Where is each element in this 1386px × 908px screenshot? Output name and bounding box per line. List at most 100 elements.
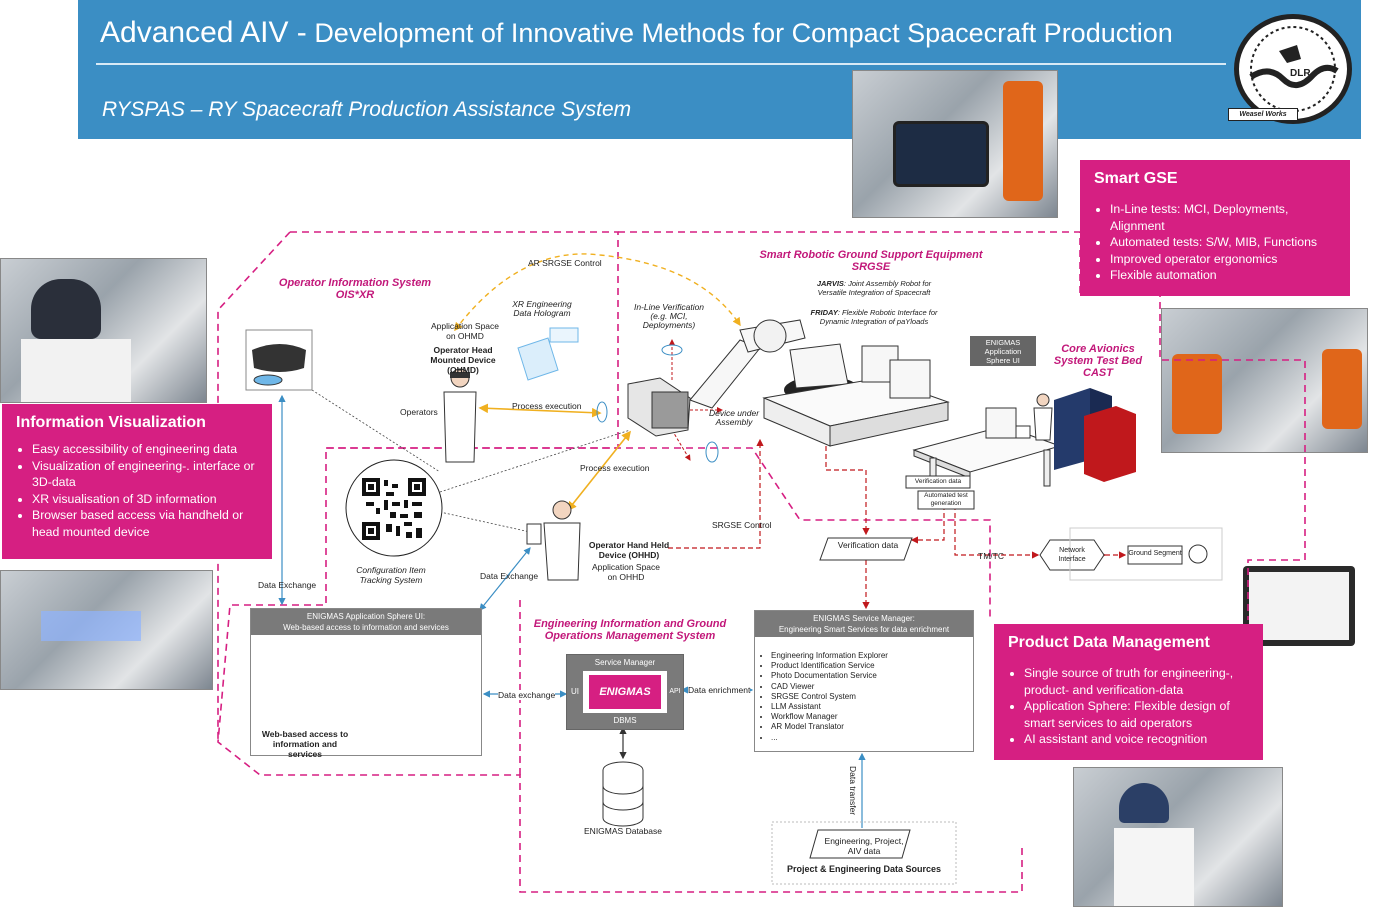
service-item: Workflow Manager (771, 712, 973, 722)
rotation-icon-3 (705, 441, 719, 463)
data-transfer-label: Data transfer (848, 766, 858, 816)
service-item: Engineering Information Explorer (771, 651, 973, 661)
ground-segment-box (1127, 545, 1183, 565)
data-sources-shape (809, 829, 911, 859)
services-list: Engineering Information Explorer Product… (755, 651, 973, 743)
data-exchange-label-1: Data Exchange (258, 580, 317, 590)
xr-hologram-label: XR Engineering Data Hologram (512, 299, 572, 318)
pdm-list: Single source of truth for engineering-,… (1008, 665, 1249, 748)
smart-gse-list: In-Line tests: MCI, Deployments, Alignme… (1094, 201, 1336, 284)
ois-title-text: Operator Information System (278, 277, 432, 289)
eiom-title: Engineering Information and Ground Opera… (533, 618, 727, 642)
logo-dlr-text: DLR (1290, 68, 1311, 79)
robot-to-verification (825, 430, 870, 536)
smart-gse-item: Flexible automation (1110, 267, 1336, 284)
srgse-control-label: SRGSE Control (712, 520, 772, 530)
process-execution-arrow-1 (478, 403, 602, 418)
api-bar: API (667, 671, 683, 713)
app-sphere-header: ENIGMAS Application Sphere UI: Web-based… (251, 609, 481, 635)
ois-region-outline (217, 231, 1023, 893)
ohmd-label: Operator Head Mounted Device (OHMD) (430, 345, 496, 375)
pdm-item: Single source of truth for engineering-,… (1024, 665, 1249, 698)
qr-code-icon (345, 459, 443, 557)
automated-test-box (917, 490, 975, 510)
process-execution-arrow-2 (567, 430, 631, 512)
smart-gse-item: Automated tests: S/W, MIB, Functions (1110, 234, 1336, 251)
ground-segment-area (1069, 527, 1223, 581)
pdm-title: Product Data Management (1008, 634, 1210, 651)
srgse-subtitle-text: SRGSE (851, 261, 891, 273)
cast-to-verification (910, 505, 945, 544)
app-sphere-subtitle: Web-based access to information and serv… (283, 623, 449, 632)
process-execution-label-1: Process execution (512, 401, 582, 411)
service-manager-panel: ENIGMAS Service Manager: Engineering Sma… (754, 610, 974, 752)
pdm-item: Application Sphere: Flexible design of s… (1024, 698, 1249, 731)
page-subtitle: RYSPAS – RY Spacecraft Production Assist… (102, 98, 632, 121)
service-manager-bar: Service Manager (567, 655, 683, 671)
data-exchange-label-3: Data exchange (498, 690, 556, 700)
xr-hologram-photo (0, 570, 213, 690)
operators-photo (1073, 767, 1283, 907)
service-item: ... (771, 733, 973, 743)
qr-device-link (439, 429, 631, 493)
jarvis-name: JARVIS (816, 279, 844, 288)
title-main: Advanced AIV - (100, 16, 307, 49)
dbms-bar: DBMS (567, 713, 683, 729)
app-sphere-caption: Web-based access to information and serv… (261, 729, 349, 759)
title-rest: Development of Innovative Methods for Co… (314, 18, 1173, 48)
info-vis-list: Easy accessibility of engineering data V… (16, 441, 258, 540)
info-vis-item: Visualization of engineering-. interface… (32, 458, 258, 491)
eiom-region-outline (326, 447, 991, 620)
database-icon (602, 761, 644, 827)
enigmas-core-label: ENIGMAS (589, 675, 661, 709)
service-manager-title: ENIGMAS Service Manager: (813, 614, 915, 623)
ohmd-qr-link (311, 389, 441, 473)
rotation-icon-1 (661, 344, 683, 356)
smart-gse-item: Improved operator ergonomics (1110, 251, 1336, 268)
logo-caption: Weasel Works (1228, 108, 1298, 121)
service-item: LLM Assistant (771, 702, 973, 712)
enigmas-app-sphere-small-label: ENIGMAS Application Sphere UI (984, 338, 1022, 365)
enigmas-core-frame: Service Manager DBMS UI API ENIGMAS (566, 654, 684, 730)
operator-ohhd-figure (526, 500, 581, 581)
xr-operator-photo (0, 258, 207, 403)
srgse-control-arrow (668, 438, 764, 549)
cast-title-text: Core Avionics System Test Bed (1053, 343, 1143, 367)
data-sources-area (771, 821, 957, 885)
cast-subtitle-text: CAST (1083, 367, 1113, 379)
device-under-assembly-label: Device under Assembly (708, 408, 760, 427)
service-item: CAD Viewer (771, 682, 973, 692)
ois-subtitle-text: OIS*XR (335, 289, 375, 301)
service-item: SRGSE Control System (771, 692, 973, 702)
hologram-icon (517, 327, 579, 381)
service-manager-header: ENIGMAS Service Manager: Engineering Sma… (755, 611, 973, 637)
service-item: Photo Documentation Service (771, 671, 973, 681)
verification-data-small-label: Verification data (914, 478, 962, 485)
pdm-item: AI assistant and voice recognition (1024, 731, 1249, 748)
inline-verif-arrow-down (671, 429, 691, 461)
enigmas-app-sphere-small-box (970, 336, 1036, 366)
info-visualization-box: Information Visualization Easy accessibi… (2, 404, 272, 559)
service-item: Product Identification Service (771, 661, 973, 671)
jarvis-description: JARVIS: Joint Assembly Robot for Versati… (806, 279, 942, 297)
app-sphere-title: ENIGMAS Application Sphere UI: (306, 612, 426, 621)
network-interface-label: Network Interface (1058, 547, 1086, 563)
verification-data-shape (819, 537, 913, 561)
verification-data-label: Verification data (837, 540, 899, 550)
friday-description: FRIDAY: Flexible Robotic Interface for D… (806, 308, 942, 326)
app-space-ohmd-label: Application Space on OHMD (430, 321, 500, 341)
verification-data-small-box (905, 475, 971, 489)
operators-label: Operators (400, 407, 438, 417)
tm-tc-label: TM/TC (978, 551, 1004, 561)
satellite-dish-icon (1188, 544, 1208, 564)
ground-segment-label: Ground Segment (1128, 550, 1182, 557)
cleanroom-robot-photo (1161, 308, 1368, 453)
info-vis-item: XR visualisation of 3D information (32, 491, 258, 508)
operator-ohmd-figure (443, 368, 477, 463)
product-data-management-box: Product Data Management Single source of… (994, 624, 1263, 760)
info-vis-item: Browser based access via handheld or hea… (32, 507, 258, 540)
cast-test-bench-icon (912, 388, 1136, 489)
weasel-works-logo (1234, 14, 1352, 124)
smart-gse-title: Smart GSE (1094, 170, 1178, 187)
